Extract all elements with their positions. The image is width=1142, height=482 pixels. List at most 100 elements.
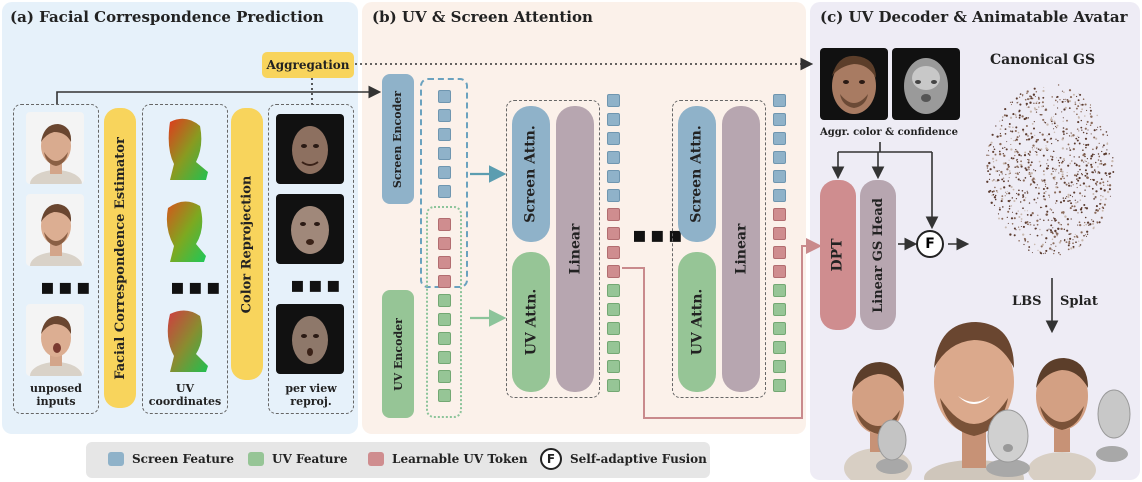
uv-feature-token	[607, 379, 620, 392]
screen-feature-token	[773, 113, 786, 126]
uv-coordinate-image	[156, 194, 214, 266]
ellipsis-indicator: ▪▪▪	[40, 274, 94, 300]
animated-avatar-renderings	[844, 322, 1131, 480]
uv-feature-token	[773, 322, 786, 335]
fusion-symbol: F	[925, 236, 935, 252]
screen-feature-token	[438, 147, 451, 160]
screen-encoder-label: Screen Encoder	[391, 90, 405, 188]
mesh-render-right	[1096, 389, 1131, 462]
reprojected-view-image	[276, 194, 344, 264]
mesh-render-center	[986, 409, 1030, 477]
ellipsis-indicator: ▪▪▪	[170, 274, 224, 300]
uv-feature-token	[438, 370, 451, 383]
reprojected-view-image	[276, 304, 344, 374]
learnable-uv-token	[773, 227, 786, 240]
screen-encoder-block: Screen Encoder	[382, 74, 414, 204]
correspondence-estimator-block: Facial Correspondence Estimator	[104, 108, 136, 408]
estimator-label: Facial Correspondence Estimator	[112, 136, 128, 380]
screen-feature-token	[438, 90, 451, 103]
learnable-uv-token	[773, 246, 786, 259]
uv-encoder-block: UV Encoder	[382, 290, 414, 418]
uv-feature-token	[438, 332, 451, 345]
uv-attention-block: UV Attn.	[678, 252, 716, 392]
uv-encoder-label: UV Encoder	[391, 317, 405, 391]
attention-block-1	[506, 100, 600, 398]
learnable-token-swatch	[368, 452, 384, 466]
inputs-group	[13, 104, 99, 414]
legend-fusion: F Self-adaptive Fusion	[540, 448, 707, 470]
uv-feature-token	[438, 313, 451, 326]
uv-feature-token	[773, 303, 786, 316]
screen-feature-token	[607, 170, 620, 183]
learnable-uv-token	[607, 227, 620, 240]
uv-feature-token	[607, 360, 620, 373]
learnable-uv-token	[438, 256, 451, 269]
screen-feature-swatch	[108, 452, 124, 466]
screen-attention-block: Screen Attn.	[512, 106, 550, 242]
screen-attention-label: Screen Attn.	[523, 125, 540, 223]
uv-feature-token	[438, 294, 451, 307]
fusion-node: F	[916, 230, 944, 258]
linear-block: Linear	[722, 106, 760, 392]
screen-feature-token	[607, 94, 620, 107]
legend-screen-label: Screen Feature	[132, 452, 234, 466]
screen-feature-token	[607, 189, 620, 202]
screen-feature-token	[773, 189, 786, 202]
screen-feature-token	[773, 170, 786, 183]
uv-feature-swatch	[248, 452, 264, 466]
uv-attention-label: UV Attn.	[523, 288, 539, 356]
learnable-uv-token	[607, 246, 620, 259]
uv-coordinates-caption: UV coordinates	[148, 382, 222, 408]
screen-feature-token	[773, 151, 786, 164]
reprojection-label: Color Reprojection	[239, 175, 255, 313]
aggregated-color-caption: Aggr. color & confidence	[820, 127, 958, 138]
linear-label: Linear	[733, 223, 750, 275]
screen-feature-token	[773, 94, 786, 107]
legend-learnable-token: Learnable UV Token	[368, 452, 528, 466]
learnable-uv-token	[773, 265, 786, 278]
linear-gs-head-label: Linear GS Head	[870, 197, 886, 313]
screen-feature-token	[607, 113, 620, 126]
inputs-caption: unposed inputs	[30, 382, 82, 408]
legend-uv-feature: UV Feature	[248, 452, 347, 466]
uv-feature-token	[773, 360, 786, 373]
aggregation-box: Aggregation	[262, 52, 354, 78]
screen-feature-token	[607, 132, 620, 145]
linear-block: Linear	[556, 106, 594, 392]
panel-b-title: (b) UV & Screen Attention	[372, 8, 593, 26]
learnable-uv-token	[607, 265, 620, 278]
screen-feature-token	[773, 132, 786, 145]
ellipsis-indicator: ▪▪▪	[632, 222, 686, 248]
avatar-render-right	[1028, 358, 1096, 480]
color-reprojection-block: Color Reprojection	[231, 108, 263, 380]
uv-feature-token	[607, 322, 620, 335]
uv-feature-token	[607, 341, 620, 354]
dpt-label: DPT	[830, 238, 846, 272]
panel-a-title: (a) Facial Correspondence Prediction	[10, 8, 324, 26]
screen-feature-token	[438, 128, 451, 141]
uv-coordinates-group	[142, 104, 228, 414]
aggregation-label: Aggregation	[266, 58, 350, 72]
screen-attention-block: Screen Attn.	[678, 106, 716, 242]
uv-feature-token	[607, 303, 620, 316]
splat-label: Splat	[1060, 294, 1098, 309]
aggregated-color-image	[820, 48, 888, 120]
legend-box	[86, 442, 710, 478]
uv-feature-token	[773, 379, 786, 392]
uv-feature-token	[607, 284, 620, 297]
linear-gs-head-block: Linear GS Head	[860, 180, 896, 330]
fusion-legend-symbol: F	[540, 448, 562, 470]
learnable-uv-token	[438, 218, 451, 231]
screen-feature-token	[438, 166, 451, 179]
uv-feature-token	[438, 351, 451, 364]
reprojected-view-image	[276, 114, 344, 184]
uv-coordinate-image	[156, 112, 214, 184]
canonical-gs-point-cloud	[986, 84, 1115, 256]
dpt-block: DPT	[820, 180, 856, 330]
learnable-uv-token	[438, 237, 451, 250]
screen-feature-token	[438, 109, 451, 122]
reprojection-caption: per view reproj.	[285, 382, 337, 408]
legend-uv-label: UV Feature	[272, 452, 348, 466]
legend-screen-feature: Screen Feature	[108, 452, 234, 466]
